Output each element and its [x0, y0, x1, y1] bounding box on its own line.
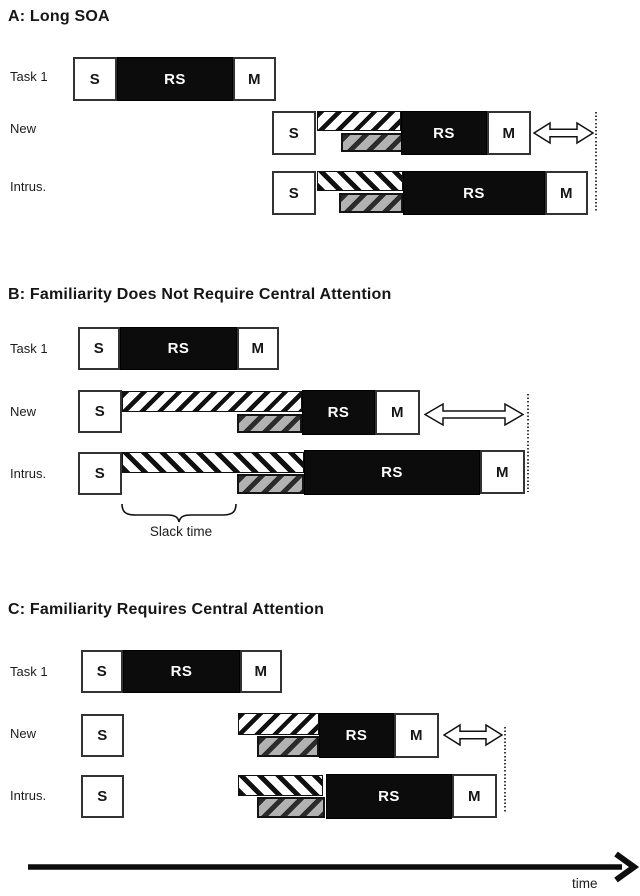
- gray-hatch-bar: [339, 193, 403, 213]
- slack-time-label: Slack time: [149, 524, 213, 539]
- time-axis-label: time: [572, 876, 598, 891]
- deadline-dotted-line: [504, 727, 506, 812]
- panel-c-title: C: Familiarity Requires Central Attentio…: [8, 601, 325, 618]
- double-arrow-icon: [533, 121, 594, 145]
- gray-hatch-bar: [237, 474, 304, 494]
- response-selection-box: RS: [403, 171, 545, 215]
- motor-box: M: [480, 450, 525, 494]
- response-selection-box: RS: [304, 450, 480, 495]
- stimulus-box: S: [73, 57, 117, 101]
- panel-b-title: B: Familiarity Does Not Require Central …: [8, 286, 392, 303]
- row-label-new: New: [10, 404, 37, 419]
- gray-hatch-bar: [257, 736, 319, 757]
- motor-box: M: [452, 774, 497, 818]
- row-label-task1: Task 1: [10, 69, 48, 84]
- deadline-dotted-line: [595, 112, 597, 212]
- diagonal-hatch-bar: [238, 713, 319, 735]
- diagonal-hatch-bar: [317, 111, 401, 131]
- slack-brace-icon: [121, 503, 237, 523]
- stimulus-box: S: [78, 327, 120, 370]
- stimulus-box: S: [272, 111, 316, 155]
- time-axis-arrow-icon: [28, 851, 640, 883]
- motor-box: M: [487, 111, 531, 155]
- stimulus-box: S: [81, 714, 124, 757]
- row-label-task1: Task 1: [10, 341, 48, 356]
- response-selection-box: RS: [302, 390, 375, 435]
- stimulus-box: S: [81, 775, 124, 818]
- stimulus-box: S: [81, 650, 123, 693]
- motor-box: M: [545, 171, 588, 215]
- response-selection-box: RS: [123, 650, 240, 693]
- panel-a-title: A: Long SOA: [8, 8, 110, 25]
- gray-hatch-bar: [257, 797, 325, 818]
- row-label-task1: Task 1: [10, 664, 48, 679]
- motor-box: M: [237, 327, 279, 370]
- row-label-new: New: [10, 726, 37, 741]
- double-arrow-icon: [424, 402, 524, 427]
- stimulus-box: S: [78, 452, 122, 495]
- back-diagonal-hatch-bar: [238, 775, 323, 796]
- row-label-intrus: Intrus.: [10, 788, 47, 803]
- motor-box: M: [375, 390, 420, 435]
- row-label-intrus: Intrus.: [10, 466, 47, 481]
- motor-box: M: [240, 650, 282, 693]
- gray-hatch-bar: [237, 414, 302, 433]
- motor-box: M: [394, 713, 439, 758]
- response-selection-box: RS: [117, 57, 233, 101]
- stimulus-box: S: [272, 171, 316, 215]
- response-selection-box: RS: [326, 774, 452, 819]
- response-selection-box: RS: [120, 327, 237, 370]
- back-diagonal-hatch-bar: [122, 452, 304, 473]
- deadline-dotted-line: [527, 394, 529, 492]
- gray-hatch-bar: [341, 133, 403, 152]
- diagonal-hatch-bar: [122, 391, 302, 412]
- response-selection-box: RS: [319, 713, 394, 758]
- response-selection-box: RS: [401, 111, 487, 155]
- back-diagonal-hatch-bar: [317, 171, 403, 191]
- motor-box: M: [233, 57, 276, 101]
- stimulus-box: S: [78, 390, 122, 433]
- row-label-intrus: Intrus.: [10, 179, 47, 194]
- double-arrow-icon: [443, 723, 503, 747]
- row-label-new: New: [10, 121, 37, 136]
